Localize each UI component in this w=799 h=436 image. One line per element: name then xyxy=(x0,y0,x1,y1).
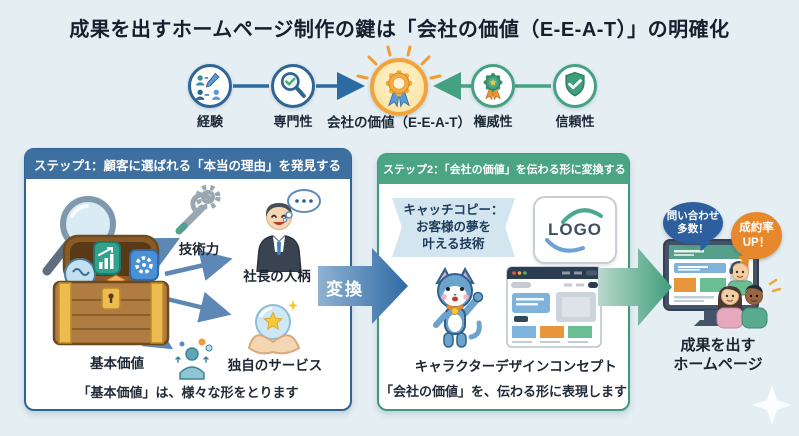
step1-header: ステップ1：顧客に選ばれる「本当の理由」を発見する xyxy=(25,149,351,179)
step2-panel: ステップ2：「会社の価値」を伝わる形に変換する キャッチコピー： お客様の夢を … xyxy=(377,153,630,411)
people-experience-icon xyxy=(196,72,221,100)
sparkle-icon xyxy=(752,385,792,425)
conversion-bubble: 成約率 UP！ xyxy=(731,212,782,259)
label-base-value: 基本価値 xyxy=(90,356,144,371)
result-arrow-shape xyxy=(598,248,672,326)
logo-text: LOGO xyxy=(547,220,603,239)
eeat-label-company-value: 会社の価値（E-E-A-T） xyxy=(327,115,471,130)
award-medal-icon xyxy=(385,69,413,108)
page-title: 成果を出すホームページ制作の鍵は「会社の価値（E-E-A-T）」の明確化 xyxy=(69,19,730,41)
step2-caption: 「会社の価値」を、伝わる形に表現します xyxy=(379,384,627,399)
eeat-label-authority: 権威性 xyxy=(473,114,513,129)
catch-copy-line3: 叶える技術 xyxy=(422,236,485,251)
convert-arrow-label: 変換 xyxy=(326,280,364,299)
step1-caption: 「基本価値」は、様々な形をとります xyxy=(77,385,299,400)
eeat-item-authority xyxy=(471,64,515,108)
president-avatar xyxy=(256,203,302,272)
label-president: 社長の人柄 xyxy=(243,269,311,284)
eeat-item-trust xyxy=(553,64,597,108)
person-ideas-icon xyxy=(175,338,213,380)
inquiry-bubble: 問い合わせ 多数！ xyxy=(663,202,723,244)
eeat-label-expertise: 専門性 xyxy=(273,114,313,129)
treasure-chest-icon xyxy=(52,234,170,346)
logo-swoosh-icon xyxy=(545,208,603,253)
wrench-gear-icon xyxy=(175,184,221,235)
rosette-medal-icon xyxy=(483,72,503,101)
eeat-item-experience xyxy=(188,64,232,108)
excitement-sparkle-lines xyxy=(768,278,782,293)
label-tech: 技術力 xyxy=(178,242,220,257)
eeat-label-trust: 信頼性 xyxy=(555,114,595,129)
convert-arrow-shape xyxy=(318,248,408,324)
label-character: キャラクター xyxy=(414,359,496,374)
catch-copy-line2: お客様の夢を xyxy=(415,220,491,235)
thought-bubble-icon xyxy=(282,189,321,223)
magnifier-check-icon xyxy=(280,72,306,98)
result-arrow xyxy=(598,248,672,326)
catch-copy-banner: キャッチコピー： お客様の夢を 叶える技術 xyxy=(392,198,515,257)
eeat-item-expertise xyxy=(271,64,315,108)
result-caption-line2: ホームページ xyxy=(673,355,763,373)
design-mockup-icon xyxy=(506,266,602,348)
logo-card: LOGO xyxy=(533,196,617,264)
eeat-label-experience: 経験 xyxy=(196,114,224,129)
step1-panel: ステップ1：顧客に選ばれる「本当の理由」を発見する xyxy=(24,148,352,411)
label-design-concept: デザインコンセプト xyxy=(495,359,617,374)
inquiry-bubble-line1: 問い合わせ xyxy=(666,209,720,222)
shield-check-icon xyxy=(565,71,585,97)
eeat-item-company-value xyxy=(370,58,428,116)
conversion-bubble-line2: UP！ xyxy=(742,236,771,249)
result-website-illustration xyxy=(663,239,782,329)
mascot-cat-icon xyxy=(433,267,484,348)
label-unique-service: 独自のサービス xyxy=(227,358,323,373)
convert-arrow: 変換 xyxy=(318,248,408,324)
conversion-bubble-line1: 成約率 xyxy=(739,222,774,235)
step2-header: ステップ2：「会社の価値」を伝わる形に変換する xyxy=(378,154,629,184)
result-caption-line1: 成果を出す xyxy=(680,337,756,354)
result-caption: 成果を出す ホームページ xyxy=(652,337,784,375)
inquiry-bubble-line2: 多数！ xyxy=(677,223,709,235)
hands-orb-icon xyxy=(247,300,301,355)
catch-copy-line1: キャッチコピー： xyxy=(403,203,504,218)
